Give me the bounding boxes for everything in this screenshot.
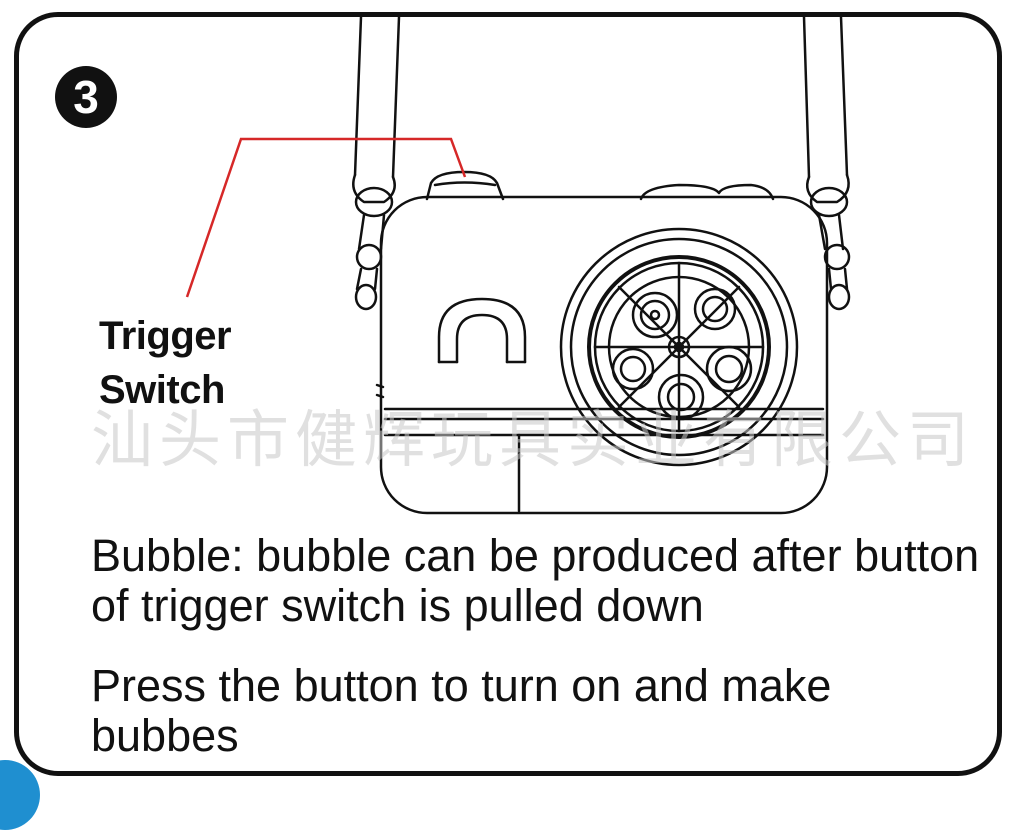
bubble-instruction-text: Bubble: bubble can be produced after but… — [91, 530, 980, 631]
company-watermark: 汕头市健辉玩具实业有限公司 — [91, 403, 976, 476]
top-side-buttons — [639, 183, 775, 201]
bubble-wands — [611, 287, 753, 421]
power-instruction-text: Press the button to turn on and make bub… — [91, 660, 832, 761]
instruction-panel: 3 — [14, 12, 1002, 776]
trigger-label-line2: Switch — [99, 368, 225, 412]
lens-outer-ring — [559, 227, 799, 467]
viewfinder-arch — [437, 297, 527, 364]
step-number-badge: 3 — [55, 66, 117, 128]
bubble-camera-illustration — [185, 17, 851, 515]
left-strap — [352, 17, 401, 311]
trigger-label-line1: Trigger — [99, 314, 232, 358]
callout-line — [185, 137, 467, 298]
camera-body — [379, 195, 829, 515]
